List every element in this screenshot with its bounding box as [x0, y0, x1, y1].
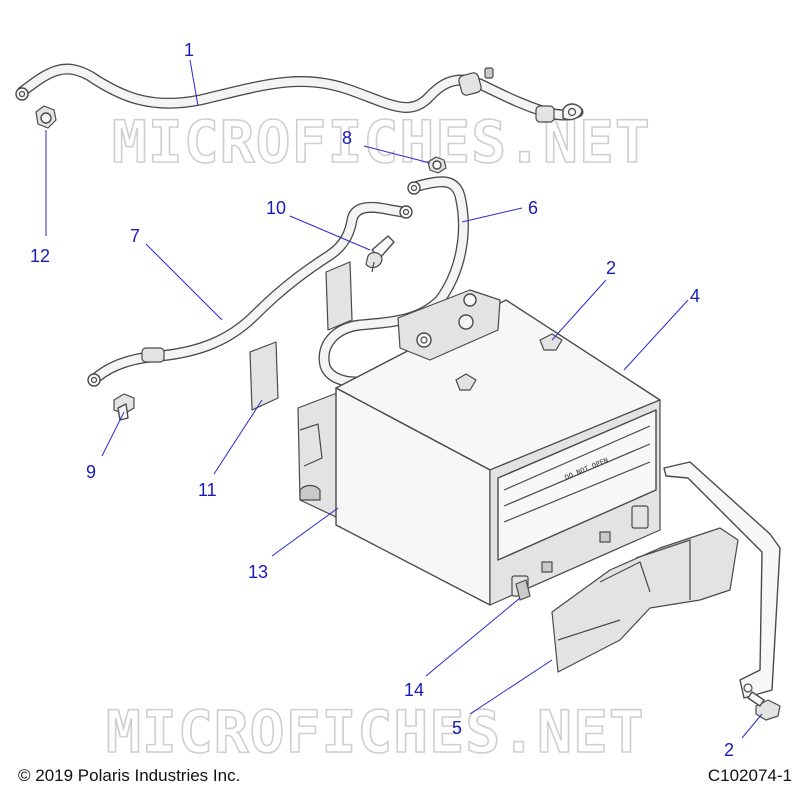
callout-5: 5 [452, 718, 462, 738]
callout-8: 8 [342, 128, 352, 148]
callout-12: 12 [30, 246, 50, 266]
part-8-nut [427, 156, 447, 174]
callout-1: 1 [184, 40, 194, 60]
part-7-cable [87, 201, 413, 387]
leader-lines [45, 59, 763, 739]
copyright-text: © 2019 Polaris Industries Inc. [18, 766, 241, 785]
figure-id: C102074-1 [707, 766, 792, 785]
part-2-bolt-bottom [747, 691, 781, 721]
part-1-cable [15, 63, 584, 123]
callout-2-top: 2 [606, 258, 616, 278]
callout-14: 14 [404, 680, 424, 700]
callout-2-bottom: 2 [724, 740, 734, 760]
callouts: 1 2 2 4 5 6 7 8 9 10 11 12 13 14 [30, 40, 734, 760]
part-9-bolt [113, 393, 135, 421]
callout-7: 7 [130, 226, 140, 246]
callout-11: 11 [198, 480, 217, 500]
part-11-pads [249, 261, 353, 411]
callout-9: 9 [86, 462, 96, 482]
callout-6: 6 [528, 198, 538, 218]
callout-10: 10 [266, 198, 286, 218]
hold-down-bracket [663, 461, 781, 699]
part-4-battery: DO NOT OPEN [335, 289, 661, 606]
watermark-bottom: MICROFICHES.NET [106, 698, 645, 766]
part-12-nut [35, 105, 57, 129]
callout-4: 4 [690, 286, 700, 306]
callout-13: 13 [248, 562, 268, 582]
part-10-pin [365, 235, 395, 273]
part-14-nut [515, 579, 531, 601]
part-5-cover [551, 527, 739, 673]
